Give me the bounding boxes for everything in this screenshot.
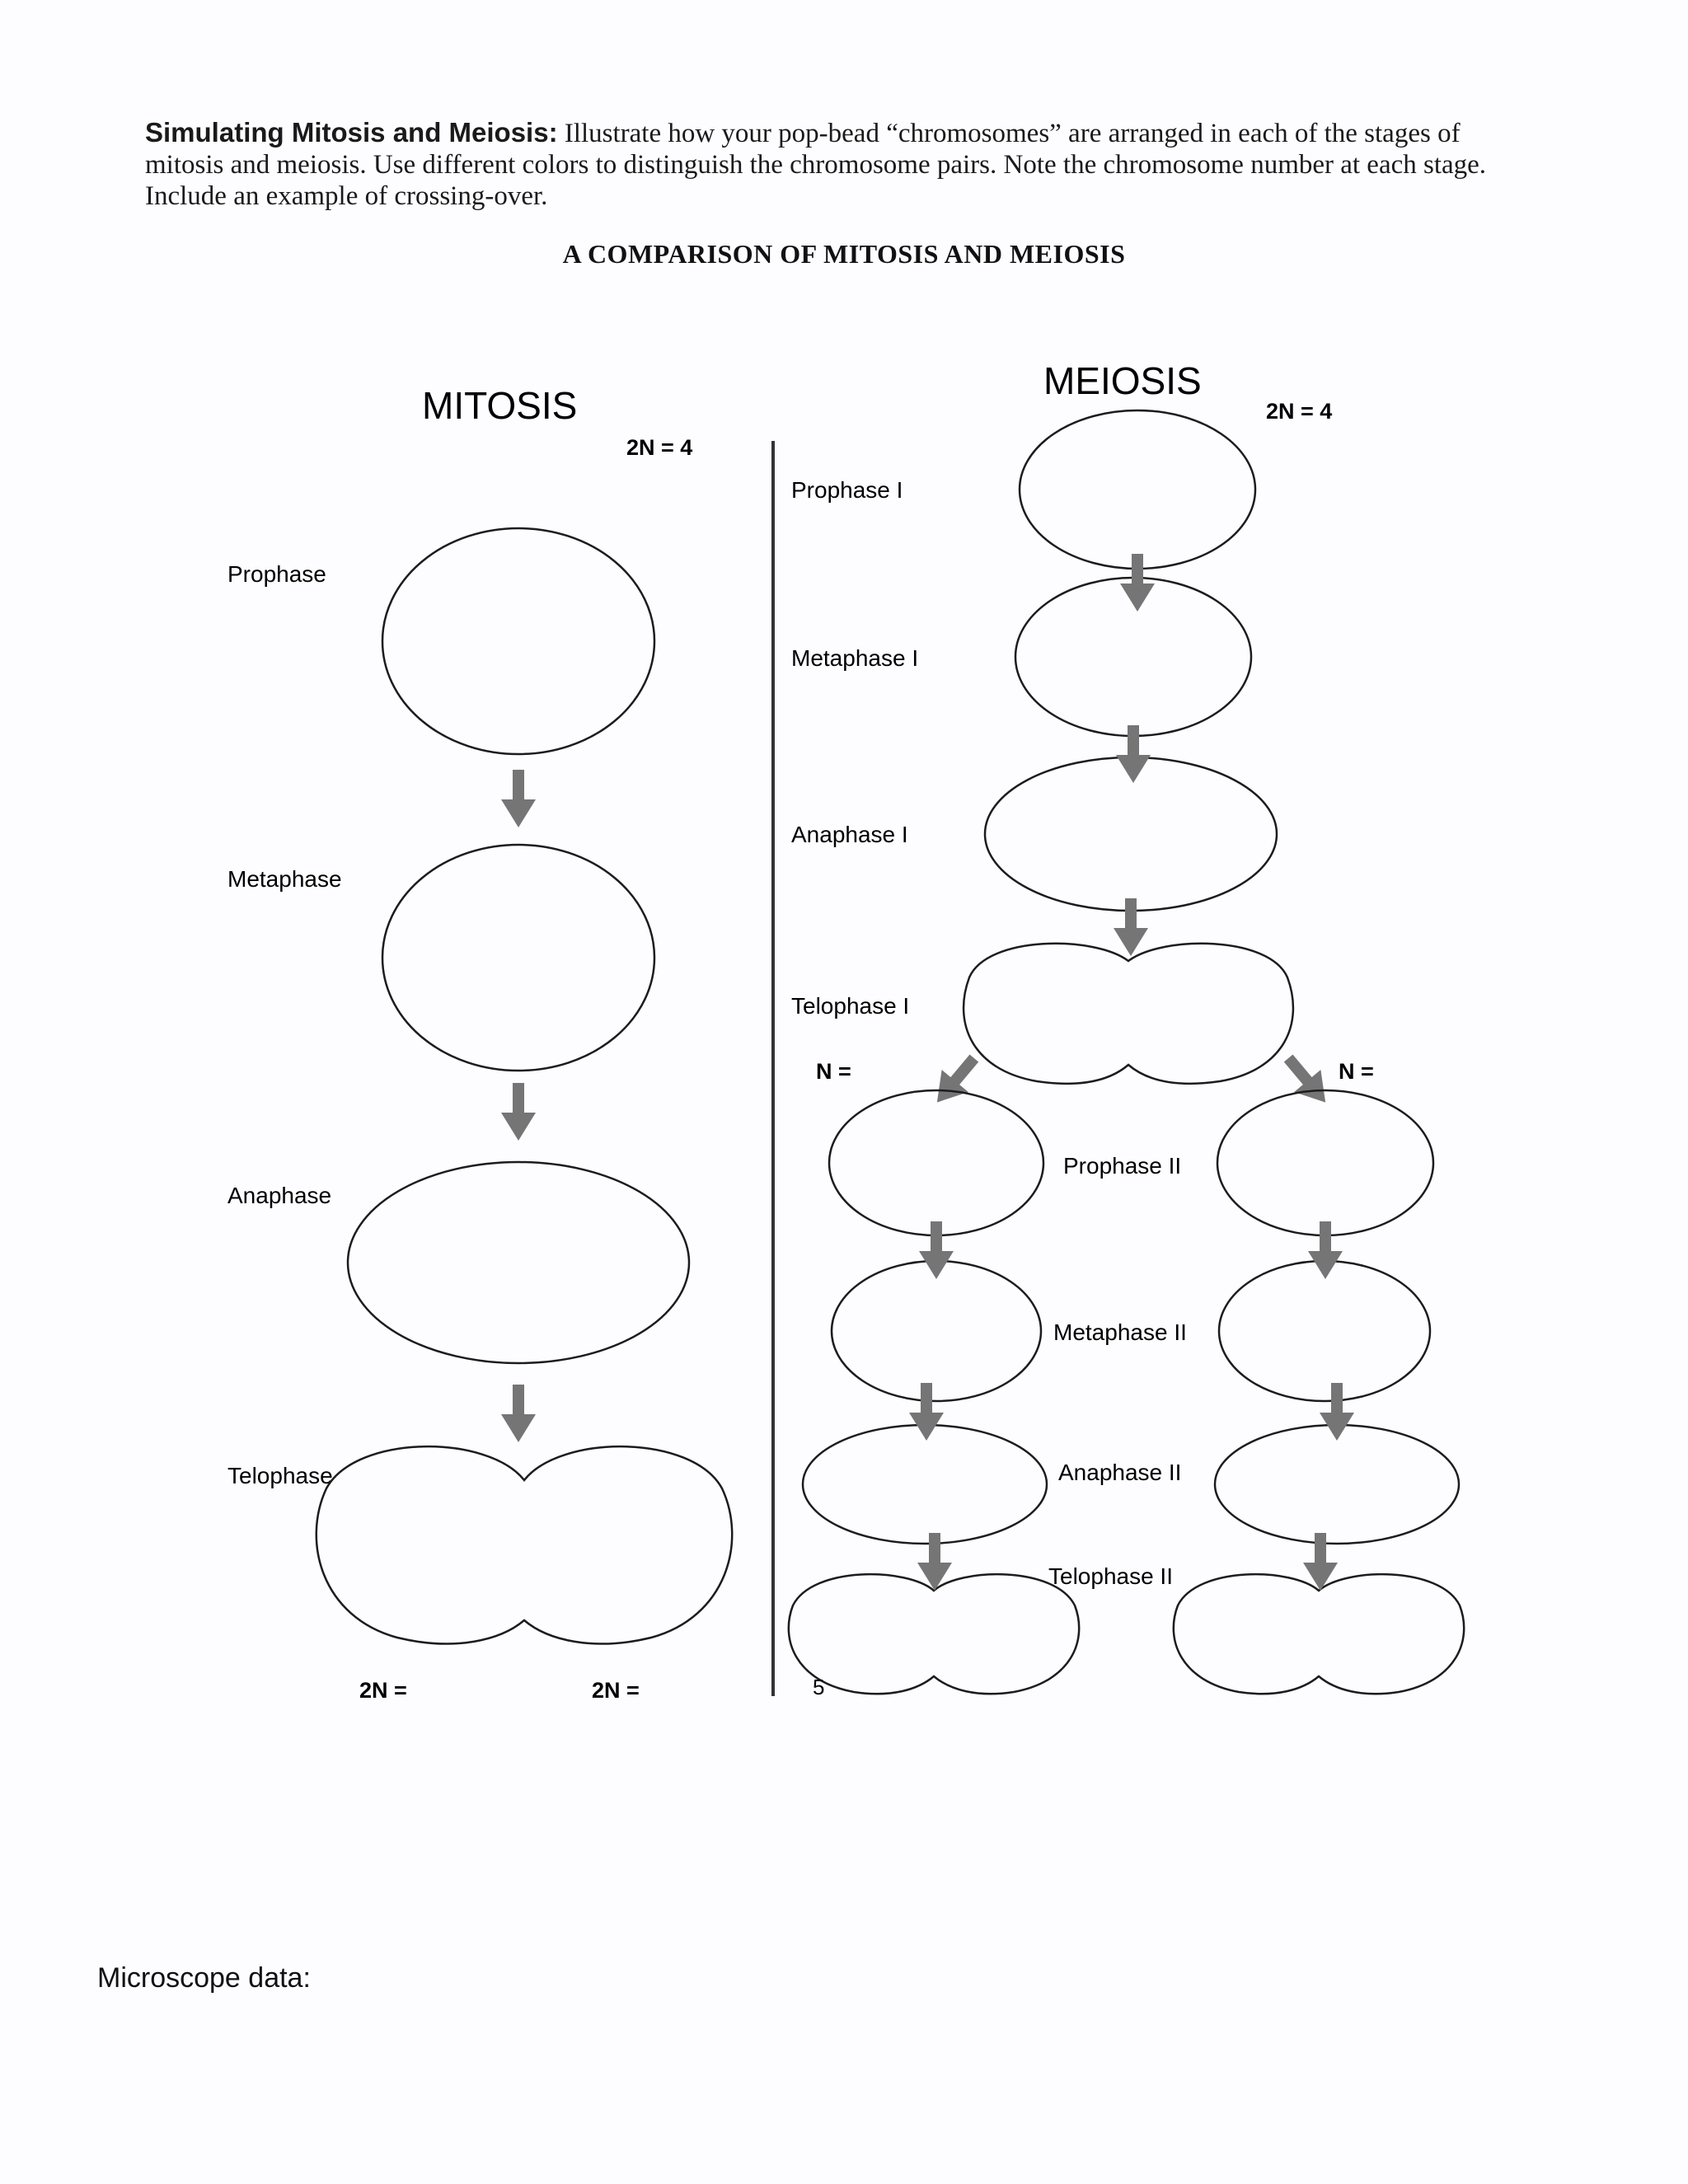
arrow-down-icon	[1320, 1383, 1354, 1441]
stage-label-metaphase-ii: Metaphase II	[1053, 1319, 1187, 1345]
haploid-count-left: N =	[816, 1059, 851, 1084]
stage-label-prophase: Prophase	[227, 561, 326, 587]
cell-anaphase	[346, 1160, 691, 1365]
cell-telophase	[315, 1446, 734, 1645]
comparison-title: A COMPARISON OF MITOSIS AND MEIOSIS	[562, 239, 1126, 269]
stage-label-telophase-i: Telophase I	[791, 993, 909, 1019]
arrow-down-right-icon	[1275, 1047, 1339, 1114]
page-mark: 5	[813, 1675, 824, 1699]
instructions-title: Simulating Mitosis and Meiosis:	[145, 117, 558, 148]
arrow-down-icon	[1120, 554, 1155, 612]
stage-label-anaphase-i: Anaphase I	[791, 822, 908, 847]
stage-label-telophase: Telophase	[227, 1463, 333, 1488]
microscope-data-label: Microscope data:	[97, 1962, 311, 1994]
stage-label-telophase-ii: Telophase II	[1048, 1563, 1173, 1589]
arrow-down-left-icon	[923, 1047, 987, 1114]
stage-label-metaphase: Metaphase	[227, 866, 342, 892]
arrow-down-icon	[909, 1383, 944, 1441]
cell-metaphase-ii-left	[830, 1259, 1043, 1403]
cell-telophase-ii-right	[1172, 1572, 1465, 1695]
haploid-count-right: N =	[1339, 1059, 1374, 1084]
cell-telophase-i	[962, 942, 1295, 1085]
cell-prophase-ii-right	[1216, 1089, 1435, 1237]
arrow-down-icon	[501, 770, 536, 827]
daughter-count-left: 2N =	[359, 1678, 407, 1703]
meiosis-heading: MEIOSIS	[1043, 359, 1202, 402]
cell-metaphase	[381, 843, 656, 1072]
cell-prophase-i	[1018, 409, 1257, 570]
mitosis-heading: MITOSIS	[422, 384, 577, 427]
meiosis-chromosome-count: 2N = 4	[1266, 399, 1332, 424]
cell-prophase-ii-left	[828, 1089, 1045, 1237]
mitosis-chromosome-count: 2N = 4	[626, 435, 692, 460]
stage-label-metaphase-i: Metaphase I	[791, 645, 918, 671]
cell-metaphase-ii-right	[1217, 1259, 1432, 1403]
arrow-down-icon	[501, 1083, 536, 1141]
cell-anaphase-ii-right	[1213, 1423, 1461, 1545]
instructions: Simulating Mitosis and Meiosis: Illustra…	[145, 117, 1513, 212]
arrow-down-icon	[1308, 1221, 1343, 1279]
instructions-text: Illustrate how your pop-bead “chromosome…	[145, 119, 1487, 211]
cell-anaphase-ii-left	[801, 1423, 1048, 1545]
cell-anaphase-i	[983, 756, 1278, 912]
stage-label-anaphase-ii: Anaphase II	[1058, 1460, 1181, 1485]
stage-label-prophase-i: Prophase I	[791, 477, 903, 503]
arrow-down-icon	[1114, 898, 1148, 956]
stage-label-anaphase: Anaphase	[227, 1183, 331, 1208]
cell-telophase-ii-left	[787, 1572, 1081, 1695]
arrow-down-icon	[919, 1221, 954, 1279]
cell-prophase	[381, 527, 656, 756]
arrow-down-icon	[501, 1385, 536, 1442]
arrow-down-icon	[1116, 725, 1151, 783]
daughter-count-right: 2N =	[592, 1678, 640, 1703]
stage-label-prophase-ii: Prophase II	[1063, 1153, 1181, 1179]
